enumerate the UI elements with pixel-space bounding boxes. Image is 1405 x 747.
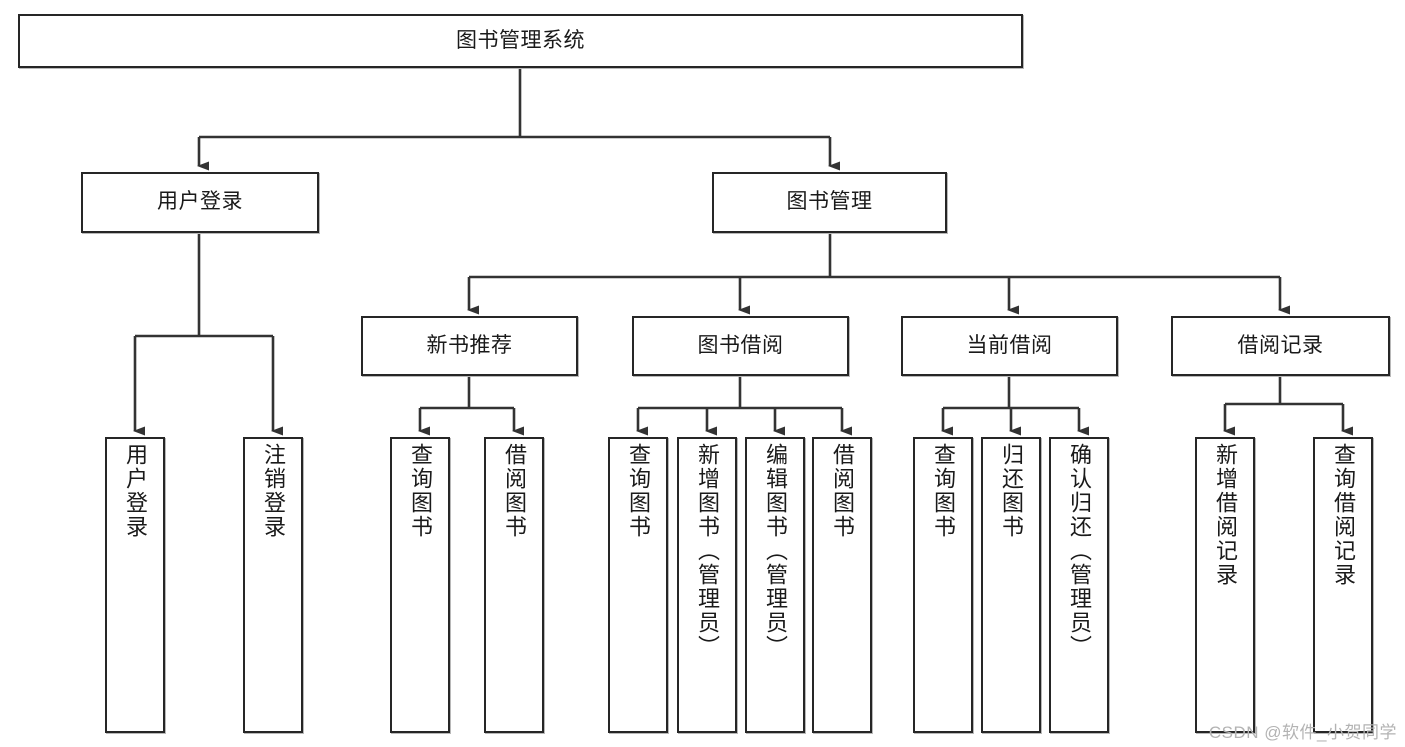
node-leaf-query-book-3-label: 查询图书	[931, 443, 956, 539]
node-leaf-return-book[interactable]: 归还图书	[981, 437, 1041, 733]
node-leaf-query-record-label: 查询借阅记录	[1331, 443, 1356, 587]
node-leaf-query-book-3[interactable]: 查询图书	[913, 437, 973, 733]
node-book-borrow-label: 图书借阅	[697, 333, 784, 357]
node-book-manage[interactable]: 图书管理	[712, 172, 947, 233]
node-root-label: 图书管理系统	[456, 28, 585, 52]
node-leaf-borrow-book-2[interactable]: 借阅图书	[812, 437, 872, 733]
node-user-login[interactable]: 用户登录	[81, 172, 319, 233]
node-borrow-record-label: 借阅记录	[1237, 333, 1324, 357]
node-leaf-confirm-return-label: 确认归还（管理员）	[1067, 443, 1092, 659]
node-leaf-edit-book-label: 编辑图书（管理员）	[763, 443, 788, 659]
node-leaf-user-login[interactable]: 用户登录	[105, 437, 165, 733]
node-leaf-borrow-book-1[interactable]: 借阅图书	[484, 437, 544, 733]
node-leaf-user-login-label: 用户登录	[123, 443, 148, 539]
node-leaf-user-logout-label: 注销登录	[261, 443, 286, 539]
node-leaf-add-book-label: 新增图书（管理员）	[695, 443, 720, 659]
node-leaf-add-record[interactable]: 新增借阅记录	[1195, 437, 1255, 733]
node-leaf-edit-book[interactable]: 编辑图书（管理员）	[745, 437, 805, 733]
node-leaf-borrow-book-1-label: 借阅图书	[502, 443, 527, 539]
watermark-text: CSDN @软件_小贺同学	[1208, 723, 1397, 742]
node-root[interactable]: 图书管理系统	[18, 14, 1023, 68]
node-user-login-label: 用户登录	[157, 190, 243, 214]
node-leaf-user-logout[interactable]: 注销登录	[243, 437, 303, 733]
node-leaf-query-record[interactable]: 查询借阅记录	[1313, 437, 1373, 733]
node-current-borrow-label: 当前借阅	[966, 333, 1053, 357]
node-new-book-recommend[interactable]: 新书推荐	[361, 316, 578, 376]
node-leaf-confirm-return[interactable]: 确认归还（管理员）	[1049, 437, 1109, 733]
node-leaf-query-book-2-label: 查询图书	[626, 443, 651, 539]
node-leaf-return-book-label: 归还图书	[999, 443, 1024, 539]
node-current-borrow[interactable]: 当前借阅	[901, 316, 1118, 376]
node-leaf-query-book-1-label: 查询图书	[408, 443, 433, 539]
node-leaf-add-book[interactable]: 新增图书（管理员）	[677, 437, 737, 733]
node-leaf-borrow-book-2-label: 借阅图书	[830, 443, 855, 539]
node-leaf-query-book-2[interactable]: 查询图书	[608, 437, 668, 733]
node-book-borrow[interactable]: 图书借阅	[632, 316, 849, 376]
node-borrow-record[interactable]: 借阅记录	[1171, 316, 1390, 376]
node-book-manage-label: 图书管理	[786, 190, 873, 214]
node-new-book-recommend-label: 新书推荐	[426, 333, 513, 357]
node-leaf-query-book-1[interactable]: 查询图书	[390, 437, 450, 733]
node-leaf-add-record-label: 新增借阅记录	[1213, 443, 1238, 587]
